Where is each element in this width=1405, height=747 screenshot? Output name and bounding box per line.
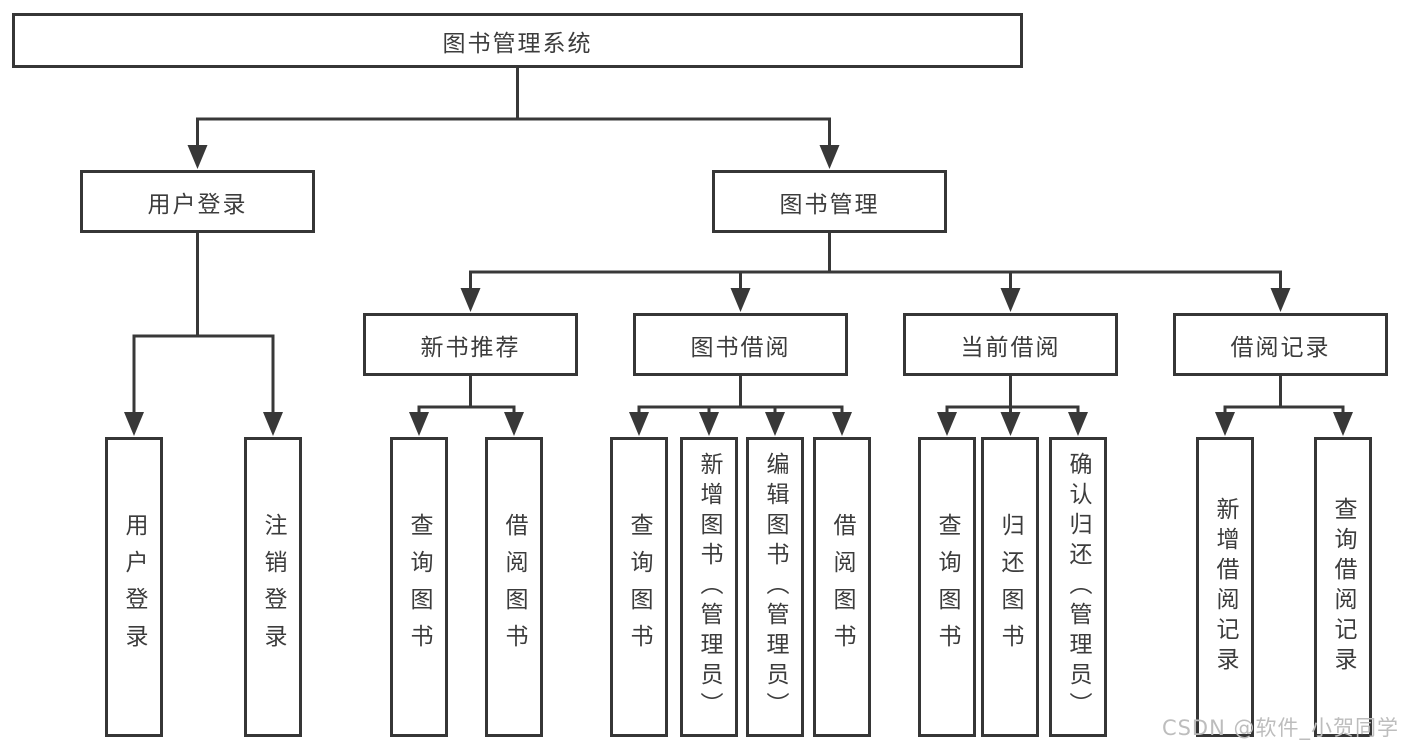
node-borrow-records: 借阅记录: [1173, 313, 1388, 376]
leaf-borrow-books-recommend: 借阅图书: [485, 437, 543, 737]
node-user-login: 用户登录: [80, 170, 315, 233]
leaf-add-borrow-record-label: 新增借阅记录: [1212, 497, 1238, 677]
arrowheads: [124, 145, 1353, 436]
leaf-query-books-recommend: 查询图书: [390, 437, 448, 737]
leaf-query-books-borrow-label: 查询图书: [626, 513, 652, 661]
leaf-logout-label: 注销登录: [260, 513, 286, 661]
node-book-borrow-label: 图书借阅: [690, 334, 791, 361]
node-borrow-records-label: 借阅记录: [1230, 334, 1331, 361]
leaf-return-book: 归还图书: [981, 437, 1039, 737]
leaf-borrow-books-borrow: 借阅图书: [813, 437, 871, 737]
node-root-label: 图书管理系统: [442, 30, 593, 57]
leaf-query-books-borrow: 查询图书: [610, 437, 668, 737]
node-current-borrow: 当前借阅: [903, 313, 1118, 376]
leaf-user-login: 用户登录: [105, 437, 163, 737]
node-book-borrow: 图书借阅: [633, 313, 848, 376]
node-new-book-recommend: 新书推荐: [363, 313, 578, 376]
node-root: 图书管理系统: [12, 13, 1023, 68]
node-current-borrow-label: 当前借阅: [960, 334, 1061, 361]
leaf-borrow-books-borrow-label: 借阅图书: [829, 513, 855, 661]
leaf-query-borrow-record-label: 查询借阅记录: [1330, 497, 1356, 677]
leaf-logout: 注销登录: [244, 437, 302, 737]
leaf-query-books-current-label: 查询图书: [934, 513, 960, 661]
leaf-query-books-current: 查询图书: [918, 437, 976, 737]
leaf-add-book-admin-label: 新增图书（管理员）: [696, 452, 722, 722]
leaf-query-books-recommend-label: 查询图书: [406, 513, 432, 661]
leaf-edit-book-admin: 编辑图书（管理员）: [746, 437, 804, 737]
watermark: CSDN @软件_小贺同学: [1161, 716, 1399, 740]
node-new-book-recommend-label: 新书推荐: [420, 334, 521, 361]
leaf-add-book-admin: 新增图书（管理员）: [680, 437, 738, 737]
leaf-edit-book-admin-label: 编辑图书（管理员）: [762, 452, 788, 722]
leaf-query-borrow-record: 查询借阅记录: [1314, 437, 1372, 737]
leaf-return-book-label: 归还图书: [997, 513, 1023, 661]
leaf-user-login-label: 用户登录: [121, 513, 147, 661]
leaf-confirm-return-admin: 确认归还（管理员）: [1049, 437, 1107, 737]
node-book-management: 图书管理: [712, 170, 947, 233]
leaf-borrow-books-recommend-label: 借阅图书: [501, 513, 527, 661]
node-user-login-label: 用户登录: [147, 191, 248, 218]
leaf-confirm-return-admin-label: 确认归还（管理员）: [1065, 452, 1091, 722]
leaf-add-borrow-record: 新增借阅记录: [1196, 437, 1254, 737]
node-book-management-label: 图书管理: [779, 191, 880, 218]
